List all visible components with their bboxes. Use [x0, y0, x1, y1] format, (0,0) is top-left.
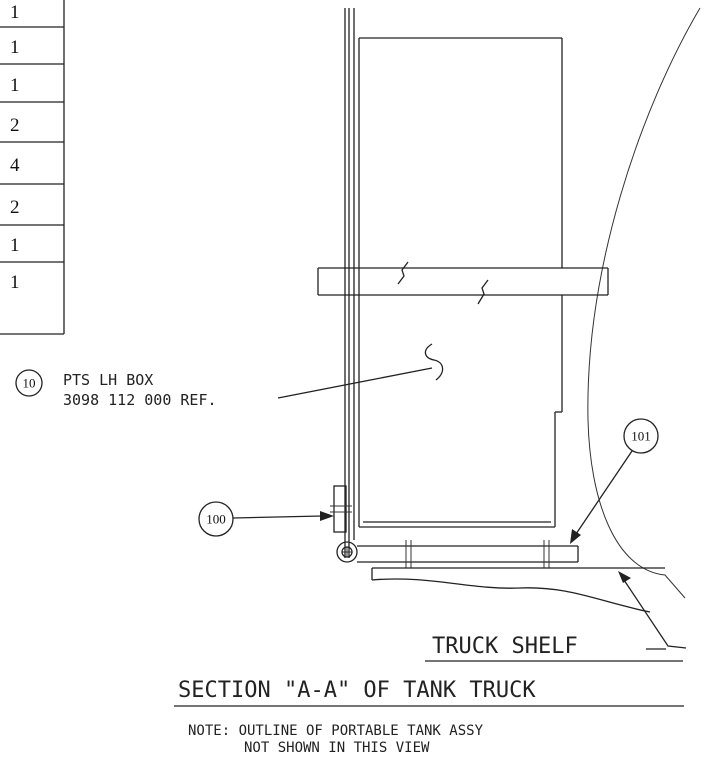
table-cell-qty: 1 [10, 2, 20, 23]
box-id-squiggle [424, 343, 444, 381]
table-cell-qty: 2 [10, 115, 20, 136]
arrow-head [570, 529, 581, 544]
table-cell-qty: 1 [10, 37, 20, 58]
balloon-100-label: 100 [206, 512, 226, 527]
truck-shelf-outline [371, 567, 665, 613]
callout-line-2: 3098 112 000 REF. [63, 391, 217, 409]
hinge-assembly [330, 485, 358, 563]
note-line-1: NOTE: OUTLINE OF PORTABLE TANK ASSY [188, 723, 484, 739]
balloon-101: 101 [623, 418, 659, 454]
table-cell-qty: 1 [10, 75, 20, 96]
truck-shelf-label: TRUCK SHELF [432, 634, 578, 659]
arrow-head [618, 571, 631, 583]
section-title: SECTION "A-A" OF TANK TRUCK [178, 678, 536, 703]
table-cell-qty: 2 [10, 197, 20, 218]
table-cell-qty: 1 [10, 272, 20, 293]
shelf-plate [357, 540, 579, 568]
box-walls [344, 8, 563, 558]
balloon-100-leader [232, 515, 323, 519]
arrow-head [320, 511, 334, 521]
balloon-101-leader [575, 450, 633, 535]
parts-table: 1 1 1 2 4 2 1 1 [0, 0, 65, 335]
balloon-101-label: 101 [631, 429, 651, 444]
note-line-2: NOT SHOWN IN THIS VIEW [244, 740, 430, 756]
callout-leader [277, 367, 433, 399]
balloon-100: 100 [198, 501, 234, 537]
callout-line-1: PTS LH BOX [63, 371, 153, 389]
balloon-10: 10 [15, 369, 43, 397]
truck-shelf-leader [623, 579, 687, 649]
table-cell-qty: 4 [10, 155, 20, 176]
section-break-band [317, 261, 609, 305]
balloon-10-label: 10 [23, 376, 36, 391]
tank-outline-curve [587, 7, 701, 599]
table-cell-qty: 1 [10, 235, 20, 256]
